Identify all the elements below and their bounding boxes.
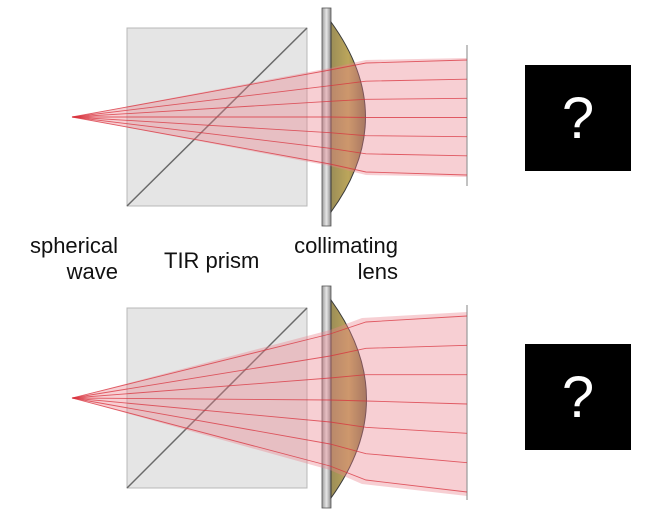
ray (71, 374, 467, 399)
ray (71, 116, 468, 157)
ray (71, 397, 468, 493)
bottom-lens (330, 298, 367, 500)
bottom-panel (71, 285, 468, 509)
ray (71, 116, 468, 138)
label-tir-prism: TIR prism (164, 248, 260, 273)
label-collimating-lens: collimating lens (284, 233, 398, 285)
top-rays (71, 59, 468, 176)
ray (71, 397, 468, 464)
label-spherical-line1: spherical (29, 233, 118, 258)
ray (71, 78, 468, 118)
ray (71, 397, 468, 405)
label-spherical-wave: spherical wave (26, 233, 118, 285)
label-collimating-line1: collimating (294, 233, 398, 258)
unknown-output-top: ? (525, 65, 631, 171)
label-spherical-line2: wave (66, 259, 118, 284)
label-collimating-line2: lens (357, 259, 398, 284)
ray (71, 344, 468, 399)
ray (72, 116, 467, 118)
ray (71, 97, 468, 118)
ray (71, 116, 468, 176)
ray (71, 315, 468, 399)
ray (71, 397, 468, 434)
ray (71, 59, 468, 118)
top-beam (72, 58, 467, 177)
top-panel (71, 7, 468, 227)
bottom-prism-diagonal (126, 307, 308, 489)
bottom-beam (72, 312, 467, 496)
unknown-output-bottom: ? (525, 344, 631, 450)
bottom-rays (71, 315, 468, 493)
